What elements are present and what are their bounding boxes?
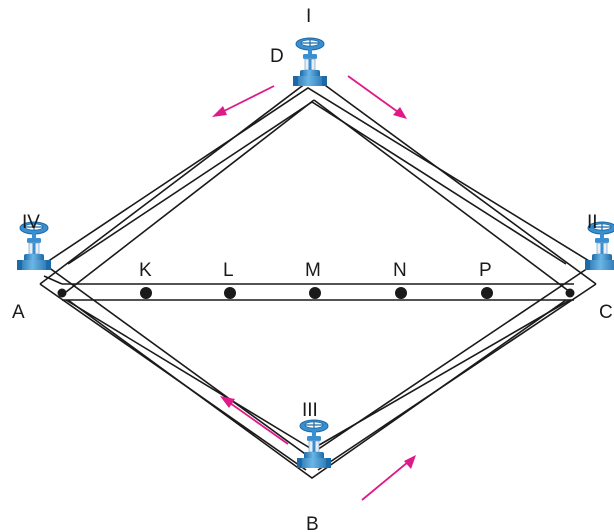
flow-arrow-upper-right: [347, 75, 407, 119]
label-N: N: [393, 260, 407, 281]
junction-dot-A: [57, 288, 67, 298]
label-B: B: [306, 514, 319, 532]
valve-icon-I: [292, 37, 328, 87]
node-dot-M: [309, 287, 321, 299]
flow-arrow-lower-left: [220, 396, 289, 445]
label-D: D: [270, 46, 284, 67]
node-dot-N: [395, 287, 407, 299]
label-C: C: [599, 302, 613, 323]
label-valve-III: III: [302, 400, 318, 421]
label-M: M: [305, 260, 321, 281]
label-valve-I: I: [306, 6, 311, 27]
node-dot-K: [140, 287, 152, 299]
label-valve-II: II: [587, 212, 598, 233]
label-P: P: [479, 260, 492, 281]
node-dot-L: [224, 287, 236, 299]
pipe-outer-loop: [43, 87, 595, 479]
node-dot-P: [481, 287, 493, 299]
flow-arrow-lower-right: [361, 455, 416, 501]
label-valve-IV: IV: [22, 212, 40, 233]
label-K: K: [139, 260, 152, 281]
flow-arrow-upper-left: [212, 85, 275, 117]
pipe-walls: [39, 79, 597, 471]
junction-dot-C: [565, 288, 575, 298]
label-A: A: [12, 302, 25, 323]
label-L: L: [223, 260, 234, 281]
pipe-AC: [43, 275, 574, 301]
